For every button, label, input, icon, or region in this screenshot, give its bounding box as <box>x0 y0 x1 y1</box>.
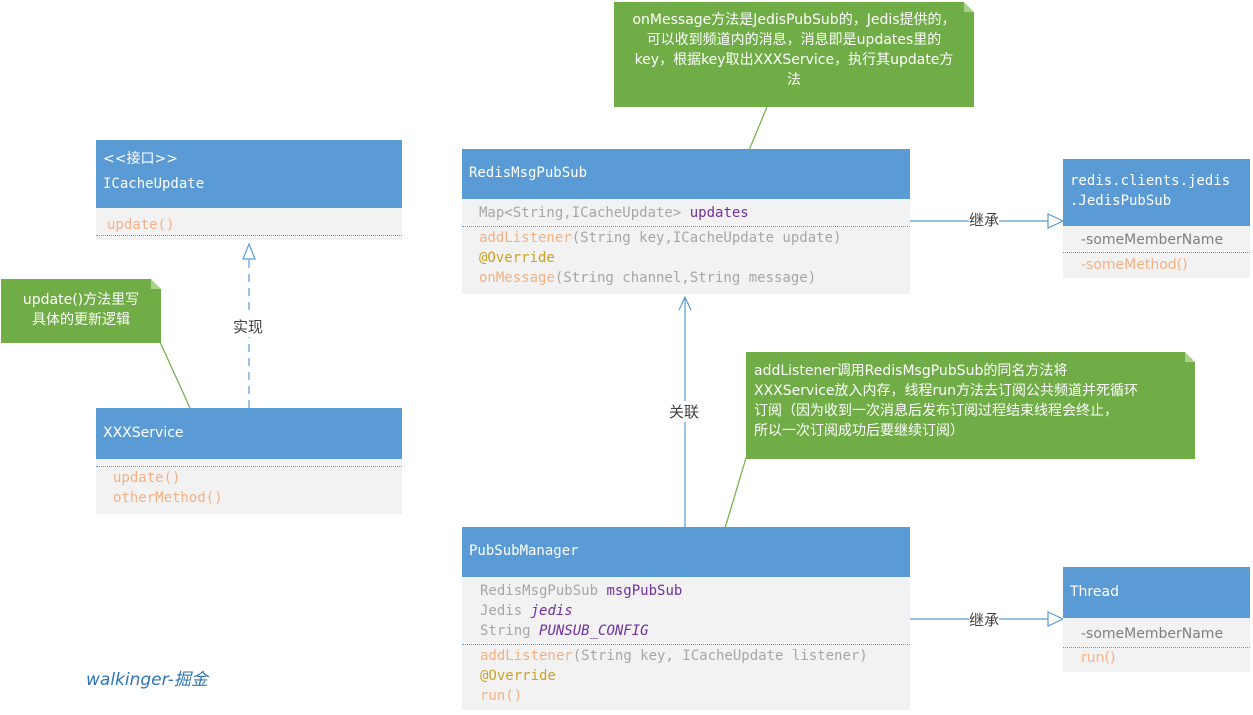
field-type: Jedis <box>480 603 523 619</box>
method-params: (String key,ICacheUpdate update) <box>571 230 842 246</box>
note-line: key，根据key取出XXXService，执行其update方 <box>634 52 954 68</box>
field-msgpubsub: RedisMsgPubSub msgPubSub <box>480 583 682 599</box>
separator <box>462 226 910 227</box>
note-line: 法 <box>787 72 801 88</box>
class-header: PubSubManager <box>462 527 910 577</box>
class-name: XXXService <box>103 425 184 441</box>
note-anchor-update <box>159 341 191 409</box>
method-othermethod: otherMethod() <box>113 490 223 506</box>
class-header: redis.clients.jedis .JedisPubSub <box>1063 159 1250 226</box>
class-header: RedisMsgPubSub <box>462 149 910 199</box>
stereotype-label: <<接口>> <box>103 151 178 167</box>
field-updates: Map<String,ICacheUpdate> updates <box>479 205 749 221</box>
note-line: addListener调用RedisMsgPubSub的同名方法将 <box>754 363 1068 379</box>
field-name: updates <box>689 205 749 221</box>
note-fold <box>1185 352 1195 362</box>
class-body: Map<String,ICacheUpdate> updates addList… <box>462 199 910 294</box>
field-name: jedis <box>530 603 573 619</box>
method-params: (String channel,String message) <box>554 270 817 286</box>
separator <box>462 644 910 645</box>
note-line: 所以一次订阅成功后要继续订阅） <box>754 423 964 439</box>
class-name: PubSubManager <box>469 543 579 559</box>
method-params: (String key, ICacheUpdate listener) <box>572 648 868 664</box>
class-jedispubsub[interactable]: redis.clients.jedis .JedisPubSub -someMe… <box>1063 159 1250 278</box>
note-line: onMessage方法是JedisPubSub的，Jedis提供的， <box>632 12 956 28</box>
note-fold <box>964 2 974 12</box>
note-addlistener: addListener调用RedisMsgPubSub的同名方法将 XXXSer… <box>746 352 1195 459</box>
note-line: 具体的更新逻辑 <box>32 312 130 328</box>
method-addlistener: addListener(String key,ICacheUpdate upda… <box>479 230 841 246</box>
field-somemembername: -someMemberName <box>1081 232 1224 248</box>
class-pubsubmanager[interactable]: PubSubManager RedisMsgPubSub msgPubSub J… <box>462 527 910 710</box>
method-run: run() <box>1081 650 1116 666</box>
inherit-arrowhead-2 <box>1047 611 1065 627</box>
label-inherit-jedispubsub: 继承 <box>969 209 1000 230</box>
note-line: 可以收到频道内的消息，消息即是updates里的 <box>646 32 942 48</box>
class-name: ICacheUpdate <box>103 176 205 192</box>
method-name: addListener <box>480 648 573 664</box>
watermark: walkinger-掘金 <box>86 670 208 690</box>
class-body: update() <box>96 208 402 240</box>
separator <box>1063 647 1250 648</box>
class-redismsgpubsub[interactable]: RedisMsgPubSub Map<String,ICacheUpdate> … <box>462 149 910 294</box>
class-name: RedisMsgPubSub <box>469 165 588 181</box>
method-onmessage: onMessage(String channel,String message) <box>479 270 816 286</box>
class-body: -someMemberName run() <box>1063 618 1250 672</box>
method-update: update() <box>107 217 175 233</box>
class-header: Thread <box>1063 567 1250 618</box>
field-name: msgPubSub <box>606 583 683 599</box>
method-name: onMessage <box>479 270 555 286</box>
class-body: update() otherMethod() <box>96 459 402 514</box>
class-name-line1: redis.clients.jedis <box>1070 173 1231 189</box>
note-line: 订阅（因为收到一次消息后发布订阅过程结束线程会终止， <box>754 403 1118 419</box>
inherit-arrowhead-1 <box>1047 213 1065 229</box>
label-association: 关联 <box>669 401 700 422</box>
label-inherit-thread: 继承 <box>969 609 1000 630</box>
note-line: XXXService放入内存，线程run方法去订阅公共频道并死循环 <box>754 383 1139 399</box>
field-type: RedisMsgPubSub <box>480 583 599 599</box>
class-body: RedisMsgPubSub msgPubSub Jedis jedis Str… <box>462 577 910 710</box>
note-fold <box>151 279 161 289</box>
label-implements: 实现 <box>233 316 264 337</box>
override-annotation: @Override <box>480 668 556 684</box>
class-name-line2: .JedisPubSub <box>1070 193 1172 209</box>
class-header: XXXService <box>96 408 402 459</box>
class-body: -someMemberName -someMethod() <box>1063 226 1250 278</box>
class-xxxservice[interactable]: XXXService update() otherMethod() <box>96 408 402 514</box>
separator <box>96 466 402 467</box>
note-line: update()方法里写 <box>22 292 140 308</box>
realization-arrowhead <box>242 242 256 260</box>
class-header: <<接口>> ICacheUpdate <box>96 140 402 208</box>
field-type: String <box>480 623 531 639</box>
class-name: Thread <box>1070 584 1119 600</box>
field-type: Map<String,ICacheUpdate> <box>479 205 682 221</box>
association-arrowhead <box>678 295 692 311</box>
class-icacheupdate[interactable]: <<接口>> ICacheUpdate update() <box>96 140 402 240</box>
note-update: update()方法里写 具体的更新逻辑 <box>1 279 161 343</box>
method-update: update() <box>113 470 181 486</box>
override-annotation: @Override <box>479 250 555 266</box>
field-jedis: Jedis jedis <box>480 603 573 619</box>
field-name: PUNSUB_CONFIG <box>539 623 649 639</box>
note-onmessage: onMessage方法是JedisPubSub的，Jedis提供的， 可以收到频… <box>614 2 974 107</box>
separator <box>96 235 402 236</box>
method-run: run() <box>480 688 523 704</box>
separator <box>1063 252 1250 253</box>
method-name: addListener <box>479 230 572 246</box>
field-somemembername: -someMemberName <box>1081 626 1224 642</box>
class-thread[interactable]: Thread -someMemberName run() <box>1063 567 1250 672</box>
method-somemethod: -someMethod() <box>1081 257 1188 273</box>
method-addlistener: addListener(String key, ICacheUpdate lis… <box>480 648 868 664</box>
field-punsub-config: String PUNSUB_CONFIG <box>480 623 649 639</box>
